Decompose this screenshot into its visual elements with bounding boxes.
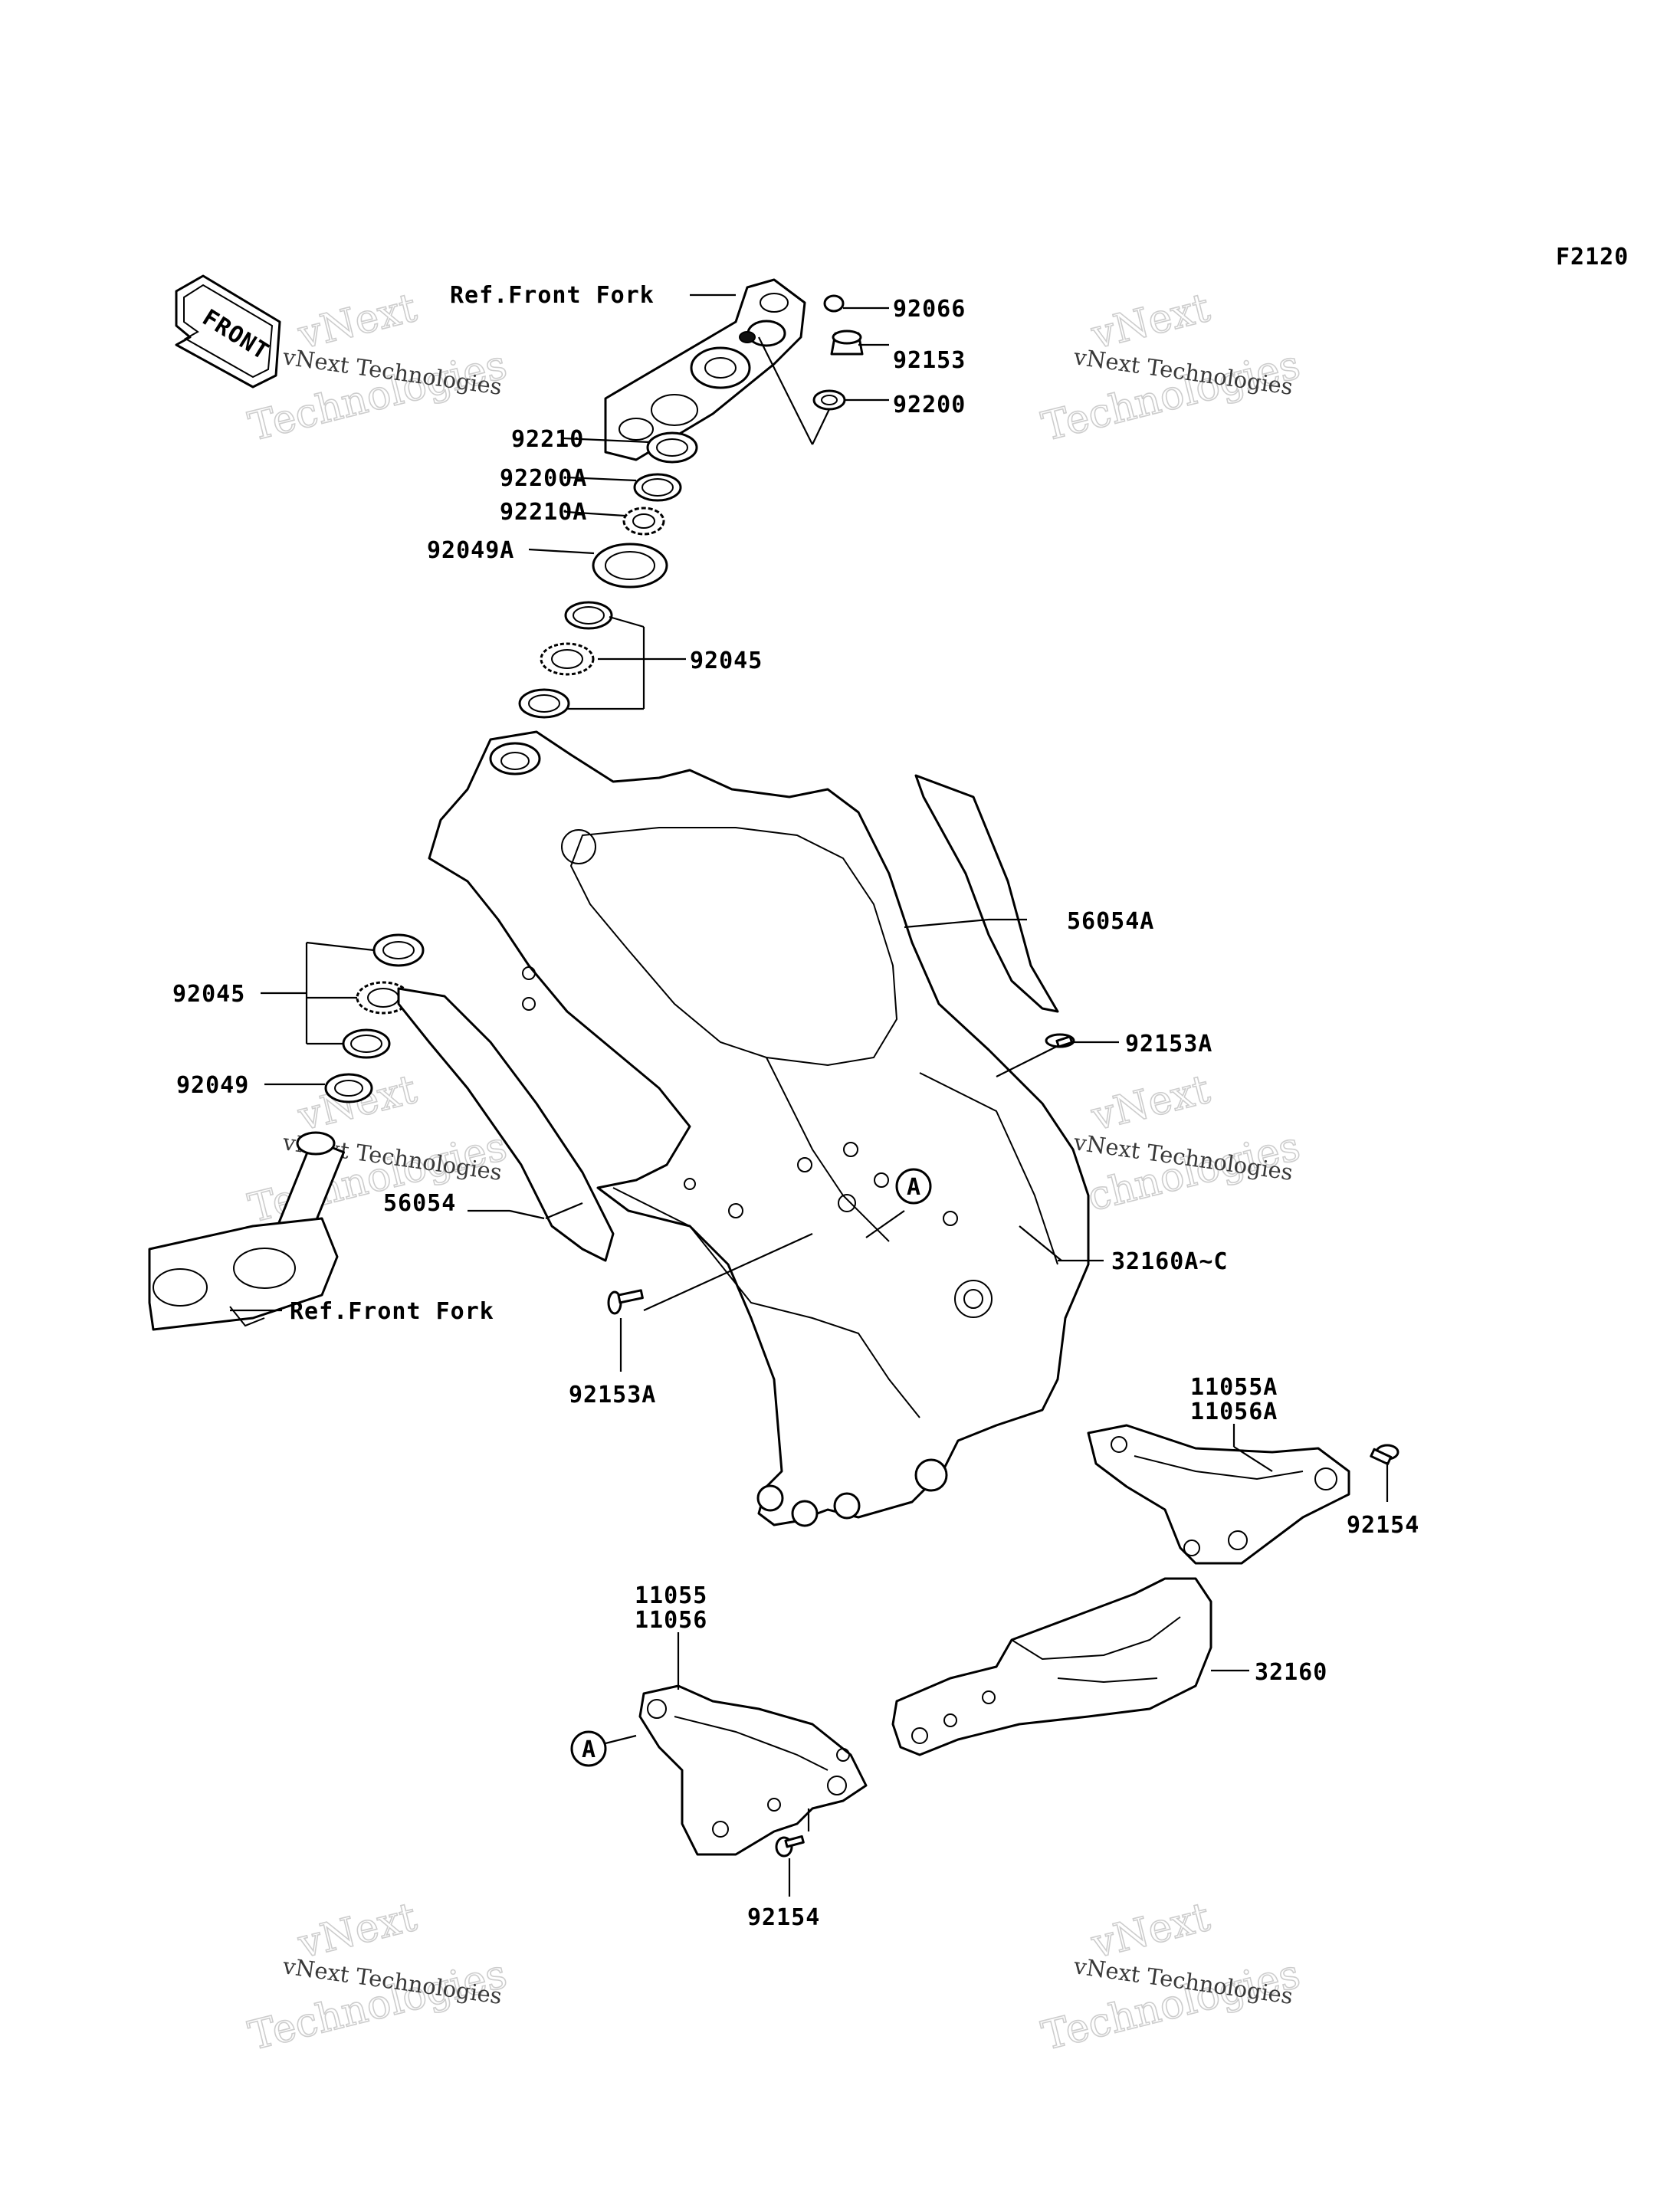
- bolt-92154-right: [1370, 1444, 1399, 1465]
- label-56054A: 56054A: [1067, 908, 1154, 935]
- sub-frame: [891, 1577, 1212, 1756]
- lower-fork-bracket: [148, 1131, 345, 1331]
- leader-lines: [230, 293, 1389, 1897]
- label-56054: 56054: [383, 1190, 456, 1217]
- bolt-92153A-bottom: [607, 1289, 644, 1315]
- label-92049A: 92049A: [427, 537, 514, 564]
- callout-a-frame: A: [895, 1168, 932, 1205]
- steering-bearing-stack: [518, 431, 698, 719]
- bolt-92153A-right: [1045, 1033, 1075, 1048]
- label-ref-front-fork-top: Ref.Front Fork: [450, 282, 655, 309]
- label-92045-left: 92045: [172, 981, 245, 1008]
- main-frame: [428, 730, 1090, 1527]
- label-ref-front-fork-bottom: Ref.Front Fork: [290, 1298, 494, 1325]
- label-92154-bottom: 92154: [747, 1904, 820, 1931]
- front-arrow-icon: FRONT: [175, 274, 281, 389]
- label-92153: 92153: [893, 347, 966, 374]
- callout-a-bracket: A: [570, 1730, 607, 1767]
- label-32160: 32160: [1255, 1659, 1327, 1686]
- label-11056A: 11056A: [1190, 1399, 1278, 1425]
- bolt-92154-bottom: [775, 1835, 805, 1858]
- frame-cover-left: [397, 987, 615, 1262]
- engine-bracket-left: [638, 1684, 868, 1856]
- label-92153A-right: 92153A: [1125, 1031, 1212, 1058]
- upper-fork-bracket: [604, 278, 806, 461]
- label-92210: 92210: [511, 426, 584, 453]
- label-92200A: 92200A: [500, 465, 587, 492]
- engine-bracket-right: [1087, 1424, 1350, 1565]
- label-92045-top: 92045: [690, 648, 763, 674]
- watermark-big-7: vNext: [1087, 1067, 1215, 1140]
- diagram-code: F2120: [1556, 244, 1629, 271]
- label-92066: 92066: [893, 296, 966, 323]
- label-92210A: 92210A: [500, 499, 587, 526]
- label-92153A-bottom: 92153A: [569, 1382, 656, 1408]
- svg-text:A: A: [582, 1736, 596, 1763]
- label-11056: 11056: [635, 1607, 707, 1634]
- label-92049: 92049: [176, 1072, 249, 1099]
- lower-bearing-stack: [324, 933, 425, 1103]
- label-11055: 11055: [635, 1582, 707, 1609]
- label-92200: 92200: [893, 392, 966, 418]
- svg-text:A: A: [907, 1174, 921, 1201]
- label-32160A-C: 32160A~C: [1111, 1248, 1229, 1275]
- label-11055A: 11055A: [1190, 1374, 1278, 1401]
- part-labels: Ref.Front Fork 92066 92153 92200 92210 9…: [172, 282, 1419, 1931]
- frame-cover-right: [914, 774, 1059, 1013]
- stem-nut-parts: [812, 294, 864, 411]
- label-92154-right: 92154: [1347, 1512, 1419, 1539]
